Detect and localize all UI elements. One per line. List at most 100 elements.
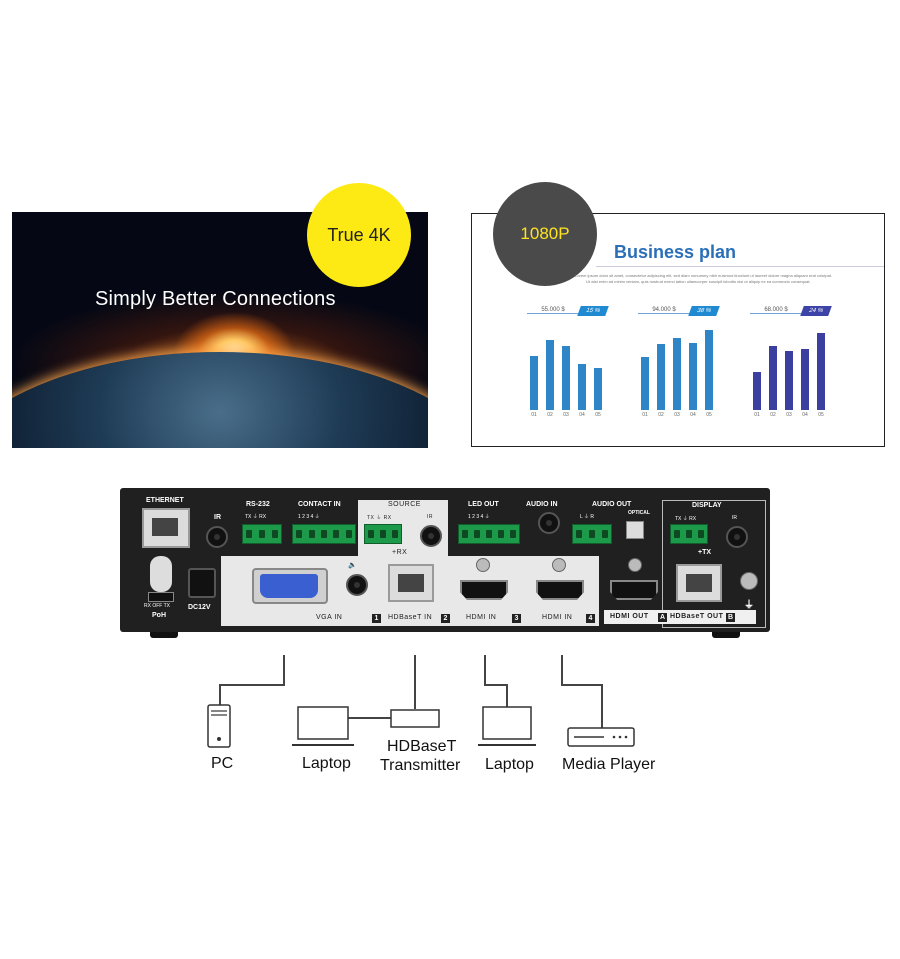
pc-label: PC — [211, 755, 234, 772]
title-divider — [596, 266, 884, 267]
audio-jack-vga[interactable] — [346, 574, 368, 596]
port-number-3: 3 — [512, 614, 521, 623]
pc-cable — [283, 655, 285, 685]
chart-tick-label: 02 — [658, 412, 664, 418]
hdmi-in-4-label: HDMI IN — [542, 614, 573, 621]
laptop-label-2: Laptop — [485, 756, 534, 773]
pc-tower-icon — [207, 704, 231, 748]
transmitter-label-line2: Transmitter — [380, 757, 461, 774]
chart-bar — [673, 338, 681, 410]
source-terminal[interactable] — [364, 524, 402, 544]
hdmi-in-4-port[interactable] — [536, 580, 584, 600]
ir-jack[interactable] — [206, 526, 228, 548]
port-number-4: 4 — [586, 614, 595, 623]
chart-header-percent: 38 % — [688, 306, 720, 316]
dc-power-jack[interactable] — [188, 568, 216, 598]
chart-header-value: 55.000 $ — [527, 307, 579, 314]
source-label: SOURCE — [388, 501, 421, 508]
media-player-cable — [561, 655, 563, 685]
chart-tick-label: 05 — [706, 412, 712, 418]
port-number-2: 2 — [441, 614, 450, 623]
source-ir-jack[interactable] — [420, 525, 442, 547]
display-ir-jack[interactable] — [726, 526, 748, 548]
optical-port[interactable] — [626, 521, 644, 539]
chart-tick-label: 03 — [563, 412, 569, 418]
led-out-pins: 1 2 3 4 ⏚ — [468, 514, 490, 520]
media-player-label: Media Player — [562, 756, 656, 773]
display-label: DISPLAY — [692, 502, 722, 509]
poh-switch[interactable] — [148, 592, 174, 602]
1080p-badge: 1080P — [493, 182, 597, 286]
chart-header: 94.000 $38 % — [638, 306, 722, 316]
bar-chart: 01 02 03 04 05 — [750, 330, 834, 418]
tx-label: +TX — [698, 549, 712, 556]
hdmi-out-port[interactable] — [610, 580, 658, 600]
audio-in-jack[interactable] — [538, 512, 560, 534]
hdbaset-in-port[interactable] — [388, 564, 434, 602]
ethernet-port[interactable] — [142, 508, 190, 548]
optical-label: OPTICAL — [628, 510, 650, 516]
vga-port[interactable] — [260, 574, 318, 598]
source-pins: TX ⏚ RX — [367, 515, 392, 521]
laptop-to-transmitter-cable — [348, 717, 392, 719]
display-pins: TX ⏚ RX — [675, 516, 697, 522]
contact-in-pins: 1 2 3 4 ⏚ — [298, 514, 320, 520]
poh-label: PoH — [152, 612, 166, 619]
vga-in-label: VGA IN — [316, 614, 343, 621]
chart-header: 68.000 $24 % — [750, 306, 834, 316]
audio-out-pins: L ⏚ R — [580, 514, 594, 520]
contact-in-terminal[interactable] — [292, 524, 356, 544]
rx-label: +RX — [392, 549, 408, 556]
dc-label: DC12V — [188, 604, 211, 611]
chart-tick-label: 03 — [786, 412, 792, 418]
business-plan-title: Business plan — [614, 242, 737, 262]
chart-header: 55.000 $15 % — [527, 306, 611, 316]
chart-tick-label: 04 — [690, 412, 696, 418]
chart-tick-label: 04 — [579, 412, 585, 418]
chart-bar — [801, 349, 809, 410]
audio-out-label: AUDIO OUT — [592, 501, 632, 508]
chart-bar — [689, 342, 697, 410]
ground-icon: ⏚ — [744, 600, 754, 611]
led-out-label: LED OUT — [468, 501, 499, 508]
chart-bar — [578, 363, 586, 410]
chart-header-percent: 15 % — [577, 306, 609, 316]
media-player-icon — [567, 727, 635, 747]
hdmi-lock-screw — [552, 558, 566, 572]
chart-tick-label: 02 — [770, 412, 776, 418]
chart-tick-label: 05 — [818, 412, 824, 418]
hdbaset-out-port[interactable] — [676, 564, 722, 602]
switcher-rear-panel: ETHERNET IR RS-232 TX ⏚ RX CONTACT IN 1 … — [120, 488, 770, 638]
output-label-strip — [604, 610, 756, 624]
hdbaset-in-label: HDBaseT IN — [388, 614, 433, 621]
chart-tick-label: 02 — [547, 412, 553, 418]
hdmi-in-3-port[interactable] — [460, 580, 508, 600]
laptop-hdmi-cable — [484, 655, 486, 685]
chart-tick-label: 04 — [802, 412, 808, 418]
hdmi-in-3-label: HDMI IN — [466, 614, 497, 621]
screen-tagline: Simply Better Connections — [95, 288, 336, 310]
ground-screw[interactable] — [740, 572, 758, 590]
chart-tick-label: 03 — [674, 412, 680, 418]
chart-bar — [562, 346, 570, 410]
chart-bar — [546, 339, 554, 410]
pc-cable — [219, 684, 221, 706]
rs232-terminal[interactable] — [242, 524, 282, 544]
chart-tick-label: 01 — [754, 412, 760, 418]
display-terminal[interactable] — [670, 524, 708, 544]
port-number-a: A — [658, 613, 667, 622]
chart-bar — [641, 357, 649, 410]
hdbaset-cable — [414, 655, 416, 709]
cable-clip — [150, 556, 172, 592]
1080p-badge-text: 1080P — [520, 224, 570, 243]
chart-bar — [785, 350, 793, 410]
media-player-cable — [561, 684, 603, 686]
hdmi-out-label: HDMI OUT — [610, 613, 649, 620]
led-out-terminal[interactable] — [458, 524, 520, 544]
audio-out-terminal[interactable] — [572, 524, 612, 544]
laptop-icon — [292, 706, 354, 746]
chart-header-value: 94.000 $ — [638, 307, 690, 314]
chart-bar — [594, 368, 602, 410]
display-ir-label: IR — [732, 515, 737, 521]
